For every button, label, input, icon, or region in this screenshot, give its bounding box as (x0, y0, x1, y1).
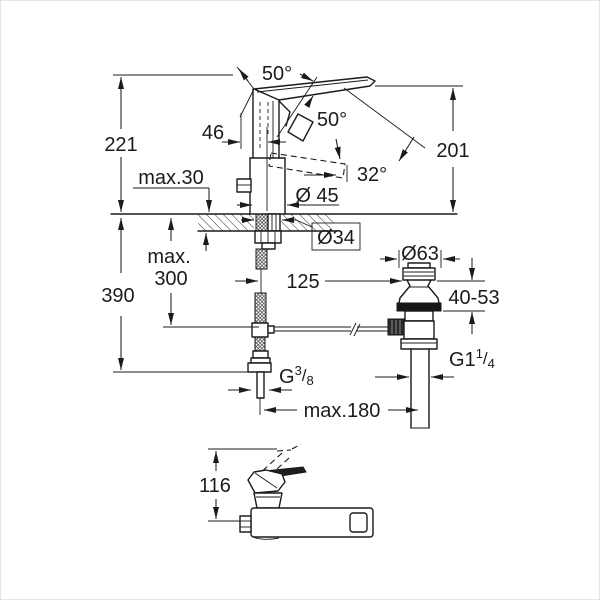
tee-connector (251, 322, 269, 338)
thread-g38-label: G3/8 (279, 363, 314, 388)
mounting-deck (110, 213, 458, 232)
angle-32: 32° (304, 164, 387, 186)
dim-221-label: 221 (104, 134, 137, 156)
dim-d63-label: Ø63 (401, 243, 439, 265)
dim-d34-label: Ø34 (317, 227, 355, 249)
dimension-d45: Ø 45 (237, 185, 339, 208)
dimension-201: 201 (375, 85, 470, 212)
plan-inlet-stub (239, 515, 252, 533)
dimension-max180: max.180 (264, 400, 418, 422)
angle-50-mid: 50° (276, 76, 426, 162)
waste-plug (402, 267, 436, 281)
dim-116-label: 116 (199, 475, 231, 497)
angle-50-top: 50° (236, 63, 314, 118)
coupling-ring (400, 338, 438, 350)
plan-faucet-outline (239, 443, 374, 540)
dim-max300-label1: max. (147, 246, 190, 268)
dimension-390: 390 (101, 218, 267, 373)
dimension-40-53: 40-53 (437, 258, 500, 334)
dimension-d34: Ø34 (241, 217, 361, 251)
dim-46-label: 46 (202, 122, 224, 144)
angle-32-label: 32° (357, 164, 387, 186)
faucet-outline (236, 76, 376, 215)
dim-390-label: 390 (101, 285, 134, 307)
lever-swivel-position (268, 152, 346, 179)
rod-break-mark (349, 322, 361, 337)
angle-50-mid-label: 50° (317, 109, 347, 131)
waste-flange (396, 302, 442, 312)
dimension-d63: Ø63 (380, 243, 460, 268)
angle-50-top-label: 50° (262, 63, 292, 85)
hose-nut (247, 362, 272, 373)
dimension-max30: max.30 (133, 167, 212, 251)
dimension-max300: max. 300 (147, 218, 259, 328)
lever-handle (287, 113, 314, 142)
popup-waste-assembly (387, 262, 442, 429)
temperature-stop-tab (236, 178, 252, 193)
dimension-46: 46 (202, 113, 286, 211)
dim-max300-label2: 300 (154, 268, 187, 290)
dimension-221: 221 (104, 74, 233, 212)
dim-125-label: 125 (286, 271, 319, 293)
dim-201-label: 201 (436, 140, 469, 162)
plan-lever-head (247, 469, 286, 494)
plan-view: 116 (199, 443, 374, 540)
dimension-125: 125 (235, 271, 402, 293)
plan-spout-outlet (349, 512, 368, 533)
thread-g114: G11/4 (375, 346, 495, 380)
dimension-116: 116 (199, 448, 277, 522)
main-view: 221 201 390 max.30 max. 300 (101, 63, 500, 429)
dim-40-53-label: 40-53 (448, 287, 499, 309)
thread-g114-label: G11/4 (449, 346, 495, 371)
plan-neck (253, 492, 283, 509)
dim-max30-label: max.30 (138, 167, 204, 189)
supply-hoses (247, 213, 389, 415)
thread-g38: G3/8 (228, 363, 314, 393)
dim-d45-label: Ø 45 (295, 185, 338, 207)
supply-thread-pin (256, 371, 265, 399)
dim-max180-label: max.180 (304, 400, 381, 422)
